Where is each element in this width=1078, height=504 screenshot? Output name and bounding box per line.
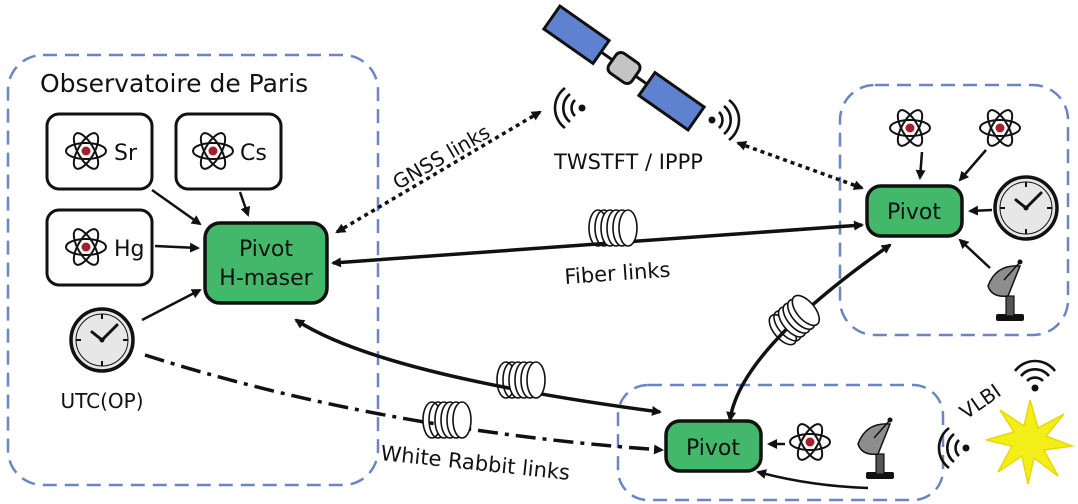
fiber-link-arrow — [294, 318, 662, 416]
right-pivot-node: Pivot — [865, 184, 964, 238]
wave-icon — [937, 426, 971, 470]
atom-to-pivot-arrow — [915, 151, 926, 180]
gnss-link-label: GNSS links — [389, 120, 495, 195]
paris-region-title: Observatoire de Paris — [40, 69, 308, 98]
paris-region — [6, 53, 380, 487]
paris-pivot-line1: Pivot — [239, 237, 293, 262]
white-rabbit-link-label: White Rabbit links — [379, 441, 571, 485]
sr-clock-box: Sr — [45, 112, 154, 191]
wave-icon — [553, 86, 587, 130]
wave-icon — [707, 98, 741, 142]
fiber-coil-icon — [588, 209, 638, 247]
paris-pivot-node: Pivot H-maser — [203, 221, 329, 305]
radio-source-star-icon — [985, 399, 1075, 485]
vlbi-label: VLBI — [955, 379, 1005, 424]
fiber-link-arrow — [331, 220, 864, 268]
hg-label: Hg — [114, 237, 145, 262]
bottom-pivot-label: Pivot — [686, 436, 740, 461]
clock-icon — [69, 307, 135, 373]
fiber-link-label: Fiber links — [564, 258, 671, 289]
hg-to-pivot-arrow — [154, 242, 200, 253]
paris-pivot-line2: H-maser — [219, 266, 313, 291]
cs-clock-box: Cs — [174, 112, 283, 191]
atom-icon — [889, 105, 931, 151]
dish-to-pivot-arrow — [958, 238, 991, 269]
clock-icon — [993, 175, 1059, 241]
clock-to-pivot-arrow — [968, 205, 993, 216]
atom-icon — [789, 419, 831, 465]
twstft-link-arrow — [736, 141, 864, 190]
dish-antenna-icon — [857, 416, 895, 480]
fiber-coil-icon — [422, 401, 472, 439]
utc-to-pivot-arrow — [141, 288, 202, 322]
fiber-coil-icon — [496, 361, 546, 399]
bottom-pivot-node: Pivot — [664, 419, 763, 473]
atom-to-pivot-arrow — [958, 149, 987, 182]
twstft-link-label: TWSTFT / IPPP — [553, 150, 703, 174]
white-rabbit-link-arrow — [144, 353, 664, 455]
sr-label: Sr — [114, 141, 138, 166]
fiber-link-arrow — [726, 243, 892, 422]
hg-clock-box: Hg — [45, 208, 154, 287]
sr-to-pivot-arrow — [151, 188, 202, 226]
satellite-icon — [541, 3, 707, 133]
wave-icon — [1013, 359, 1057, 393]
atom-icon — [979, 105, 1021, 151]
utc-op-label: UTC(OP) — [60, 389, 143, 413]
cs-to-pivot-arrow — [238, 191, 251, 217]
dish-antenna-icon — [987, 258, 1025, 322]
right-pivot-label: Pivot — [887, 200, 941, 225]
cs-label: Cs — [240, 141, 267, 166]
right-region — [838, 83, 1070, 337]
dish-to-pivot-arrow — [756, 469, 869, 490]
